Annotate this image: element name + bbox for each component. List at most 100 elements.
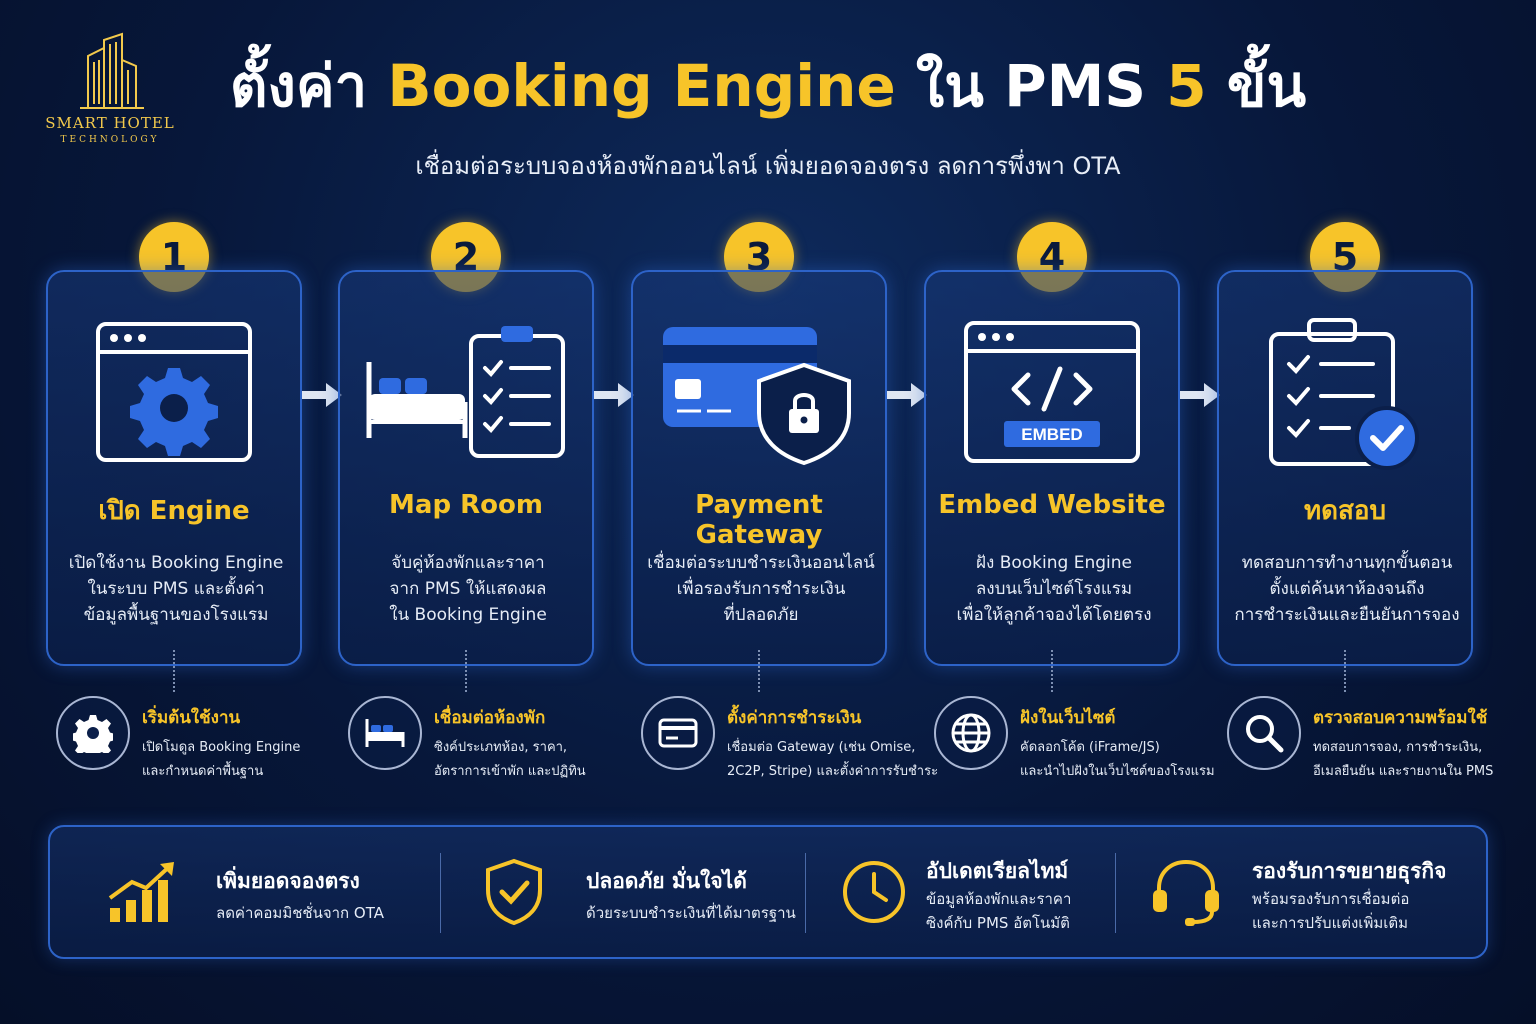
benefit-direct-booking: เพิ่มยอดจองตรง ลดค่าคอมมิชชั่นจาก OTA <box>104 827 464 957</box>
detail-title: ตรวจสอบความพร้อมใช้ <box>1313 708 1488 728</box>
benefit-title: รองรับการขยายธุรกิจ <box>1252 859 1447 883</box>
benefit-title: ปลอดภัย มั่นใจได้ <box>586 869 747 893</box>
detail-desc-line: เปิดโมดูล Booking Engine <box>142 740 301 755</box>
benefit-title: อัปเดตเรียลไทม์ <box>926 859 1069 883</box>
detail-title: เริ่มต้นใช้งาน <box>142 708 241 728</box>
arrow-right-icon <box>887 383 927 407</box>
benefit-realtime: อัปเดตเรียลไทม์ ข้อมูลห้องพักและราคาซิงค… <box>834 827 1134 957</box>
dotted-connector <box>1051 650 1053 692</box>
step-title: ทดสอบ <box>1303 496 1386 526</box>
detail-desc-line: อัตราการเข้าพัก และปฏิทิน <box>434 764 586 779</box>
detail-title: ตั้งค่าการชำระเงิน <box>727 708 862 728</box>
divider <box>1115 853 1116 933</box>
step-card-3: Payment Gateway เชื่อมต่อระบบชำระเงินออน… <box>631 270 887 666</box>
globe-icon <box>934 696 1008 770</box>
detail-desc-line: ทดสอบการจอง, การชำระเงิน, <box>1313 740 1483 755</box>
divider <box>805 853 806 933</box>
step-title: Map Room <box>389 490 543 520</box>
step-description: จับคู่ห้องพักและราคาจาก PMS ให้แสดงผลใน … <box>350 550 586 628</box>
benefit-desc-line: ลดค่าคอมมิชชั่นจาก OTA <box>216 904 384 922</box>
dotted-connector <box>173 650 175 692</box>
step-desc-line: ลงบนเว็บไซต์โรงแรม <box>975 579 1133 599</box>
detail-desc-line: 2C2P, Stripe) และตั้งค่าการรับชำระ <box>727 764 939 779</box>
step-desc-line: เชื่อมต่อระบบชำระเงินออนไลน์ <box>647 553 875 573</box>
step-desc-line: เปิดใช้งาน Booking Engine <box>68 553 284 573</box>
detail-desc-line: อีเมลยืนยัน และรายงานใน PMS <box>1313 764 1494 779</box>
step-description: เปิดใช้งาน Booking Engine ในระบบ PMS และต… <box>58 550 294 628</box>
step-desc-line: เพื่อให้ลูกค้าจองได้โดยตรง <box>956 605 1152 625</box>
benefit-title: เพิ่มยอดจองตรง <box>216 869 360 893</box>
dotted-connector <box>758 650 760 692</box>
step-desc-line: ข้อมูลพื้นฐานของโรงแรม <box>83 605 269 625</box>
detail-desc-line: และกำหนดค่าพื้นฐาน <box>142 764 264 779</box>
dotted-connector <box>465 650 467 692</box>
benefit-desc-line: ด้วยระบบชำระเงินที่ได้มาตรฐาน <box>586 904 796 922</box>
step-description: ฝัง Booking Engine ลงบนเว็บไซต์โรงแรมเพื่… <box>936 550 1172 628</box>
gear-icon <box>56 696 130 770</box>
detail-title: เชื่อมต่อห้องพัก <box>434 708 546 728</box>
arrow-right-icon <box>594 383 634 407</box>
headset-icon <box>1146 857 1226 927</box>
detail-title: ฝังในเว็บไซต์ <box>1020 708 1116 728</box>
step-desc-line: จาก PMS ให้แสดงผล <box>389 579 547 599</box>
growth-chart-icon <box>104 857 184 927</box>
step-card-4: EMBED Embed Website ฝัง Booking Engine ลง… <box>924 270 1180 666</box>
benefit-desc-line: ซิงค์กับ PMS อัตโนมัติ <box>926 914 1070 932</box>
title-highlight: Booking Engine <box>387 52 896 120</box>
step-detail-3: ตั้งค่าการชำระเงิน เชื่อมต่อ Gateway (เช… <box>641 696 938 786</box>
step-desc-line: ตั้งแต่ค้นหาห้องจนถึง <box>1269 579 1425 599</box>
step-card-2: Map Room จับคู่ห้องพักและราคาจาก PMS ให้… <box>338 270 594 666</box>
step-title: Embed Website <box>938 490 1166 520</box>
step-card-1: เปิด Engine เปิดใช้งาน Booking Engine ในร… <box>46 270 302 666</box>
dotted-connector <box>1344 650 1346 692</box>
browser-gear-icon <box>48 312 300 472</box>
brand-name: SMART HOTEL <box>45 114 175 132</box>
detail-desc-line: เชื่อมต่อ Gateway (เช่น Omise, <box>727 740 916 755</box>
step-description: เชื่อมต่อระบบชำระเงินออนไลน์เพื่อรองรับก… <box>643 550 879 628</box>
benefit-desc: ด้วยระบบชำระเงินที่ได้มาตรฐาน <box>586 901 796 925</box>
arrow-right-icon <box>1180 383 1220 407</box>
divider <box>440 853 441 933</box>
step-detail-1: เริ่มต้นใช้งาน เปิดโมดูล Booking Engine แ… <box>56 696 346 786</box>
brand-tagline: TECHNOLOGY <box>60 135 160 145</box>
detail-description: เชื่อมต่อ Gateway (เช่น Omise, 2C2P, Stri… <box>727 736 938 784</box>
step-desc-line: การชำระเงินและยืนยันการจอง <box>1234 605 1460 625</box>
step-title: เปิด Engine <box>98 496 250 526</box>
benefit-desc: พร้อมรองรับการเชื่อมต่อและการปรับแต่งเพิ… <box>1252 887 1409 935</box>
detail-description: ซิงค์ประเภทห้อง, ราคา,อัตราการเข้าพัก แล… <box>434 736 586 784</box>
step-desc-line: เพื่อรองรับการชำระเงิน <box>676 579 846 599</box>
detail-description: เปิดโมดูล Booking Engine และกำหนดค่าพื้นฐ… <box>142 736 300 784</box>
title-part: ขั้น <box>1206 52 1307 120</box>
browser-code-icon: EMBED <box>926 312 1178 472</box>
arrow-right-icon <box>302 383 342 407</box>
detail-desc-line: และนำไปฝังในเว็บไซต์ของโรงแรม <box>1020 764 1215 779</box>
step-desc-line: ฝัง Booking Engine <box>976 553 1132 573</box>
step-title: Payment Gateway <box>695 490 823 550</box>
clipboard-check-icon <box>1219 312 1471 472</box>
benefits-bar: เพิ่มยอดจองตรง ลดค่าคอมมิชชั่นจาก OTA ปล… <box>48 825 1488 959</box>
shield-check-icon <box>474 857 554 927</box>
title-part: ตั้งค่า <box>229 52 388 120</box>
page-subtitle: เชื่อมต่อระบบจองห้องพักออนไลน์ เพิ่มยอดจ… <box>415 152 1121 180</box>
card-shield-icon <box>633 312 885 472</box>
credit-card-icon <box>641 696 715 770</box>
step-desc-line: ในระบบ PMS และตั้งค่า <box>87 579 265 599</box>
step-desc-line: ที่ปลอดภัย <box>723 605 799 625</box>
step-desc-line: ใน Booking Engine <box>389 605 547 625</box>
brand-logo: SMART HOTEL TECHNOLOGY <box>30 30 190 145</box>
page-title: ตั้งค่า Booking Engine ใน PMS 5 ขั้น <box>0 52 1536 122</box>
title-step-count: 5 <box>1166 52 1207 120</box>
title-part: ใน PMS <box>895 52 1167 120</box>
step-card-5: ทดสอบ ทดสอบการทำงานทุกขั้นตอนตั้งแต่ค้นห… <box>1217 270 1473 666</box>
benefit-desc: ลดค่าคอมมิชชั่นจาก OTA <box>216 901 384 925</box>
detail-desc-line: คัดลอกโค้ด (iFrame/JS) <box>1020 740 1160 755</box>
bed-icon <box>348 696 422 770</box>
detail-description: ทดสอบการจอง, การชำระเงิน, อีเมลยืนยัน และ… <box>1313 736 1493 784</box>
step-detail-4: ฝังในเว็บไซต์ คัดลอกโค้ด (iFrame/JS) และน… <box>934 696 1224 786</box>
bed-checklist-icon <box>340 312 592 472</box>
benefit-scalability: รองรับการขยายธุรกิจ พร้อมรองรับการเชื่อม… <box>1146 827 1476 957</box>
benefit-security: ปลอดภัย มั่นใจได้ ด้วยระบบชำระเงินที่ได้… <box>474 827 824 957</box>
detail-description: คัดลอกโค้ด (iFrame/JS) และนำไปฝังในเว็บไซ… <box>1020 736 1215 784</box>
clock-icon <box>834 857 914 927</box>
embed-label: EMBED <box>1021 425 1082 444</box>
